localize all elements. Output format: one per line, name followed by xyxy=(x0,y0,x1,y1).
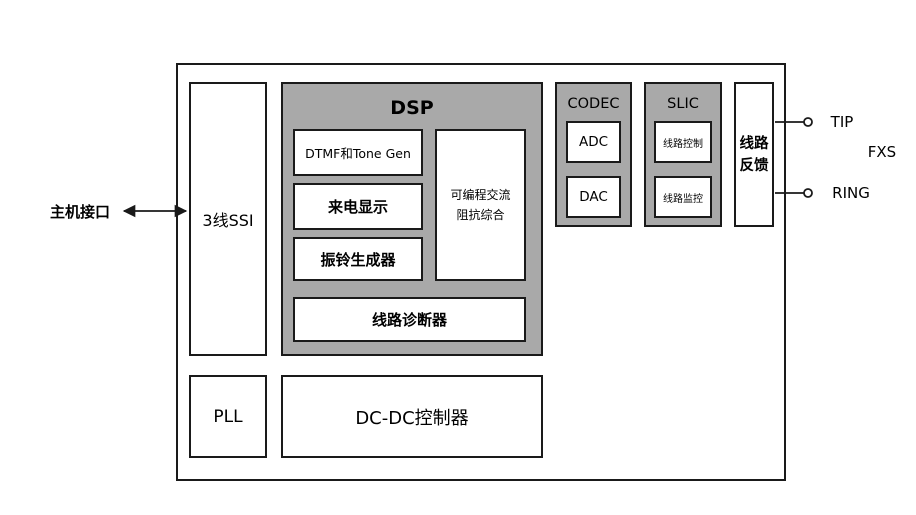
line-monitor-block: 线路监控 xyxy=(654,176,712,218)
tip-label: TIP xyxy=(822,111,862,133)
adc-label: ADC xyxy=(578,134,609,150)
line-control-block: 线路控制 xyxy=(654,121,712,163)
dtmf-label: DTMF和Tone Gen xyxy=(305,146,411,161)
slic-title-text: SLIC xyxy=(667,96,699,112)
dac-block: DAC xyxy=(566,176,621,218)
ssi-label: 3线SSI xyxy=(202,211,254,230)
dsp-title: DSP xyxy=(281,94,543,122)
line-control-label: 线路控制 xyxy=(663,138,703,150)
ring-text: RING xyxy=(832,184,870,202)
tip-text: TIP xyxy=(830,113,854,131)
dcdc-controller-block: DC-DC控制器 xyxy=(281,375,543,458)
pll-label: PLL xyxy=(213,406,243,427)
slic-title: SLIC xyxy=(644,93,722,115)
dac-label: DAC xyxy=(579,189,608,205)
dcdc-label: DC-DC控制器 xyxy=(355,407,469,429)
adc-block: ADC xyxy=(566,121,621,163)
ring-generator-block: 振铃生成器 xyxy=(293,237,423,281)
ssi-block: 3线SSI xyxy=(189,82,267,356)
tip-terminal xyxy=(803,117,813,127)
pll-block: PLL xyxy=(189,375,267,458)
ring-generator-label: 振铃生成器 xyxy=(320,250,396,269)
fxs-text: FXS xyxy=(867,143,897,161)
impedance-synthesis-block: 可编程交流 阻抗综合 xyxy=(435,129,526,281)
feedback-label-line1: 线路 xyxy=(739,135,769,152)
line-diagnostics-label: 线路诊断器 xyxy=(371,311,447,329)
dtmf-tone-gen-block: DTMF和Tone Gen xyxy=(293,129,423,176)
feedback-label-line2: 反馈 xyxy=(739,157,769,174)
host-interface-text: 主机接口 xyxy=(49,202,110,221)
caller-id-label: 来电显示 xyxy=(327,198,388,216)
line-feedback-block: 线路 反馈 xyxy=(734,82,774,227)
impedance-label-line1: 可编程交流 xyxy=(450,188,511,202)
caller-id-block: 来电显示 xyxy=(293,183,423,230)
fxs-label: FXS xyxy=(862,141,902,163)
line-monitor-label: 线路监控 xyxy=(663,193,703,205)
codec-title: CODEC xyxy=(555,93,632,115)
impedance-label-line2: 阻抗综合 xyxy=(456,208,505,222)
ring-terminal xyxy=(803,188,813,198)
host-interface-label: 主机接口 xyxy=(40,199,120,223)
dsp-title-text: DSP xyxy=(390,97,434,119)
codec-title-text: CODEC xyxy=(567,96,620,112)
ring-label: RING xyxy=(826,182,876,204)
line-diagnostics-block: 线路诊断器 xyxy=(293,297,526,342)
